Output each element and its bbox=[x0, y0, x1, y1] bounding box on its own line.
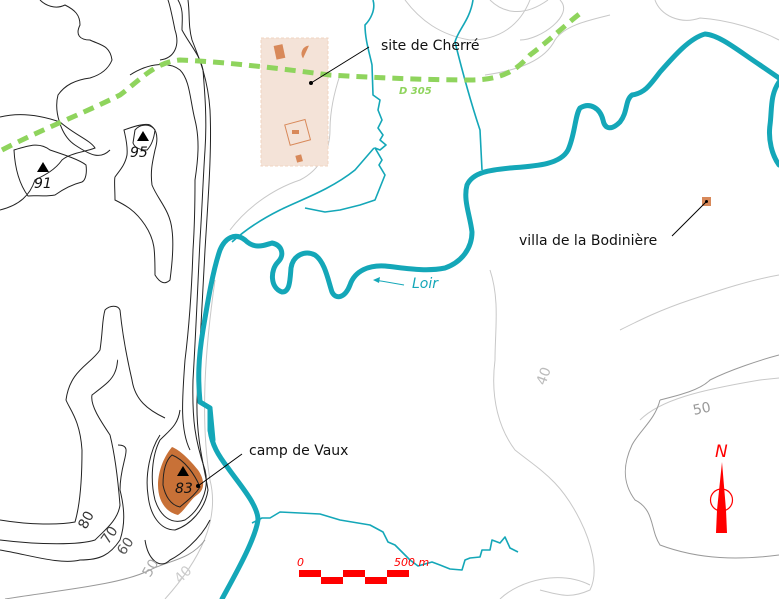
contours-high bbox=[0, 0, 212, 565]
summit-altitude-95: 95 bbox=[130, 145, 148, 161]
summit-triangle-icon bbox=[37, 162, 49, 172]
summit-altitude-83: 83 bbox=[175, 481, 193, 497]
label-site-de-cherre: site de Cherré bbox=[381, 38, 480, 54]
summit-altitude-91: 91 bbox=[34, 176, 52, 192]
river-loir-side-channel bbox=[197, 399, 216, 443]
road-d305 bbox=[0, 10, 584, 153]
contours-mid bbox=[4, 354, 779, 599]
scale-bar: 0 500 m bbox=[297, 556, 429, 584]
label-villa-de-la-bodiniere: villa de la Bodinière bbox=[519, 233, 657, 249]
site-cherre-area bbox=[260, 37, 329, 167]
scale-start-label: 0 bbox=[297, 556, 304, 569]
river-loir-east bbox=[767, 79, 779, 168]
contour-labels: 80 70 60 50 40 40 50 bbox=[75, 365, 712, 587]
label-camp-de-vaux: camp de Vaux bbox=[249, 443, 348, 459]
contour-label: 50 bbox=[140, 557, 163, 580]
summit-triangle-icon bbox=[137, 131, 149, 141]
contour-label: 50 bbox=[692, 400, 713, 419]
contour-label: 40 bbox=[534, 365, 555, 387]
label-road-d305: D 305 bbox=[399, 86, 432, 97]
scale-end-label: 500 m bbox=[394, 556, 429, 569]
contour-label: 40 bbox=[172, 563, 196, 587]
camp-de-vaux-area bbox=[158, 447, 204, 515]
river-loir bbox=[196, 31, 779, 599]
north-label: N bbox=[715, 442, 728, 462]
north-arrow-icon: N bbox=[709, 442, 734, 533]
label-river-loir: Loir bbox=[412, 276, 439, 292]
contour-label: 80 bbox=[75, 509, 97, 532]
summit-triangle-icon bbox=[177, 466, 189, 476]
streams bbox=[231, 0, 519, 571]
summit-markers: 91 95 83 bbox=[34, 131, 193, 497]
